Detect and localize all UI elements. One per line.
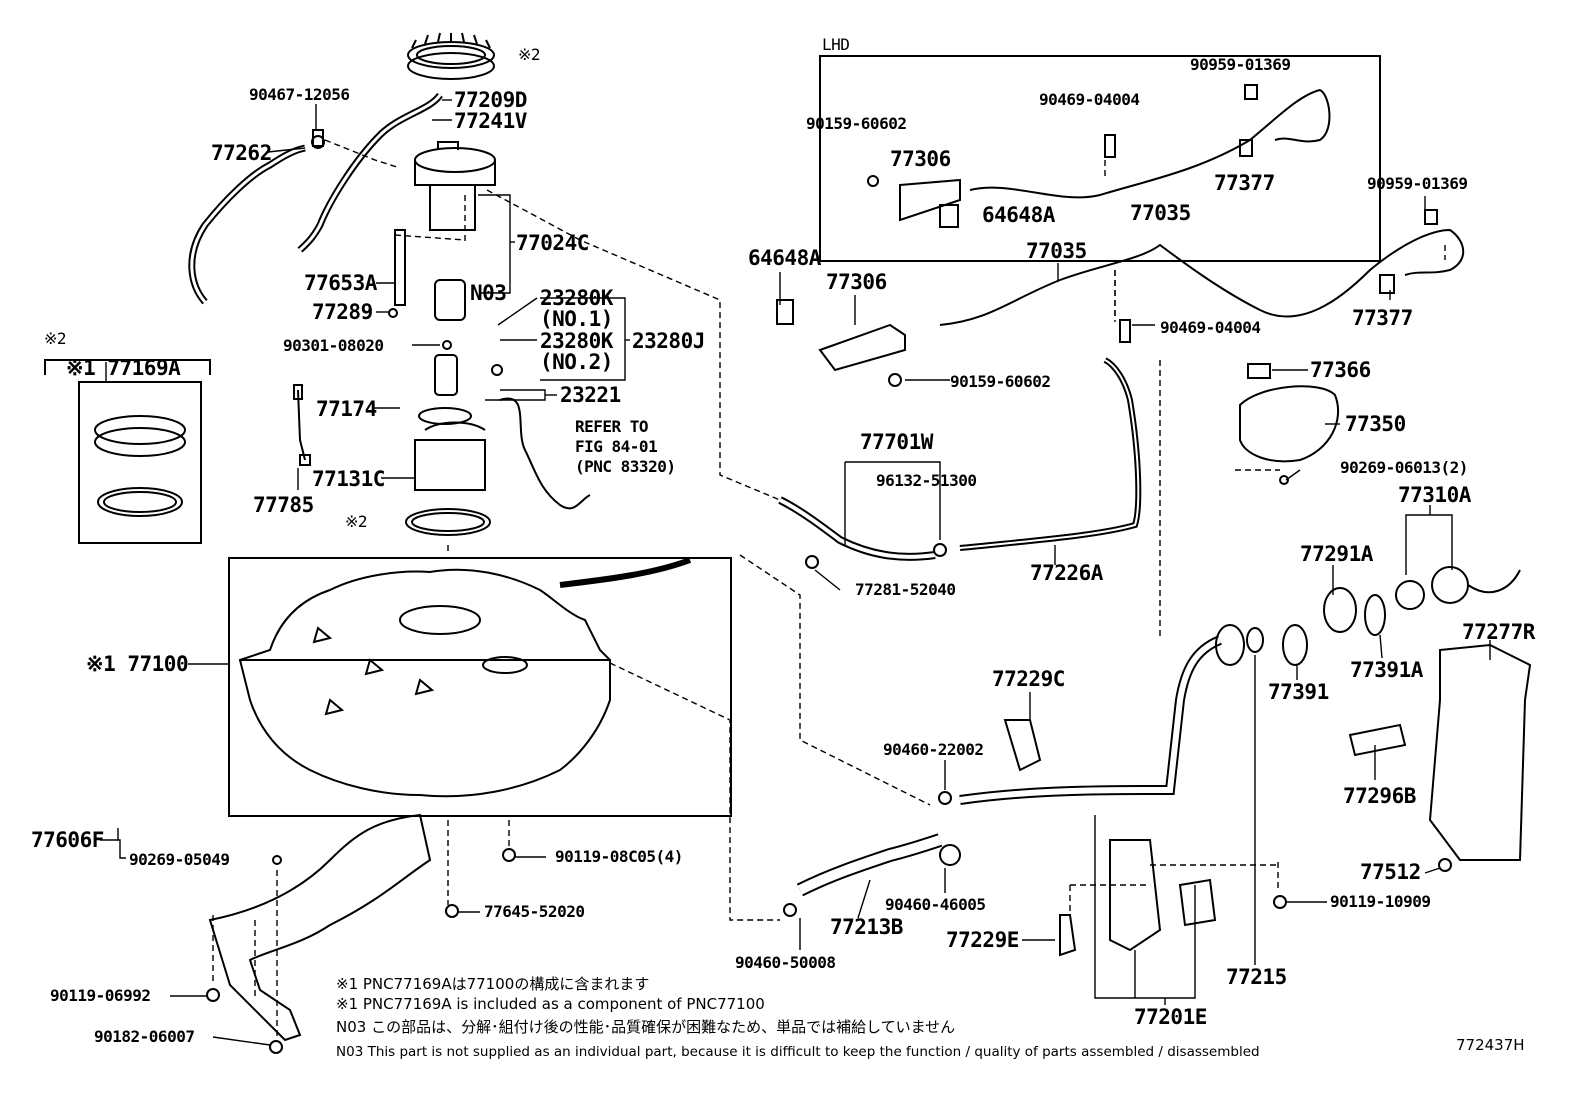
kit-bracket <box>45 360 210 375</box>
label-77377-lhd: 77377 <box>1214 171 1275 195</box>
label-77306: 77306 <box>826 270 887 294</box>
note-1-english: ※1 PNC77169A is included as a component … <box>336 995 765 1013</box>
label-23221: 23221 <box>560 383 621 407</box>
fuel-pump-assembly <box>395 142 495 490</box>
label-77653A: 77653A <box>304 271 377 295</box>
label-77645-52020: 77645-52020 <box>484 902 585 921</box>
label-refer-2: FIG 84-01 <box>575 437 658 456</box>
label-77024C: 77024C <box>516 231 589 255</box>
label-90959-01369-lhd: 90959-01369 <box>1190 55 1291 74</box>
label-77035: 77035 <box>1026 239 1087 263</box>
label-77241V: 77241V <box>454 109 527 133</box>
label-N03: N03 <box>470 281 507 305</box>
hose-77262 <box>192 148 305 302</box>
label-77289: 77289 <box>312 300 373 324</box>
label-90182-06007: 90182-06007 <box>94 1027 195 1046</box>
label-mark2-box: ※2 <box>44 329 67 348</box>
lhd-box <box>820 56 1380 261</box>
label-77131C: 77131C <box>312 467 385 491</box>
label-90467-12056: 90467-12056 <box>249 85 350 104</box>
lever-77306 <box>820 325 905 370</box>
label-no2: (NO.2) <box>540 350 613 374</box>
label-23280K-1: 23280K <box>540 286 613 310</box>
lock-ring-part <box>408 33 494 79</box>
label-77366: 77366 <box>1310 358 1371 382</box>
label-77262: 77262 <box>211 141 272 165</box>
gasket <box>406 509 490 535</box>
label-lhd: LHD <box>822 35 850 54</box>
label-77226A: 77226A <box>1030 561 1103 585</box>
filler-pipe-77201E <box>960 640 1220 800</box>
label-90159-60602-lhd: 90159-60602 <box>806 114 907 133</box>
label-90119-06992: 90119-06992 <box>50 986 151 1005</box>
label-77035-lhd: 77035 <box>1130 201 1191 225</box>
label-77785: 77785 <box>253 493 314 517</box>
label-77391A: 77391A <box>1350 658 1423 682</box>
lock-ring-kit-box <box>79 382 201 543</box>
label-77296B: 77296B <box>1343 784 1416 808</box>
note-n03-english: N03 This part is not supplied as an indi… <box>336 1044 1260 1060</box>
label-mark2-top: ※2 <box>518 45 541 64</box>
label-90469-04004-lhd: 90469-04004 <box>1039 90 1140 109</box>
label-64648A: 64648A <box>748 246 821 270</box>
label-64648A-lhd: 64648A <box>982 203 1055 227</box>
label-90460-46005: 90460-46005 <box>885 895 986 914</box>
label-90269-06013: 90269-06013(2) <box>1340 458 1468 477</box>
label-refer-1: REFER TO <box>575 417 649 436</box>
cable-77035 <box>940 230 1463 325</box>
protector-77277R <box>1430 645 1530 860</box>
label-77277R: 77277R <box>1462 620 1535 644</box>
label-23280J: 23280J <box>632 329 705 353</box>
note-n03-japanese: N03 この部品は、分解･組付け後の性能･品質確保が困難なため、単品では補給して… <box>336 1018 956 1036</box>
label-90460-50008: 90460-50008 <box>735 953 836 972</box>
label-77350: 77350 <box>1345 412 1406 436</box>
label-23280K-2: 23280K <box>540 329 613 353</box>
label-90159-60602: 90159-60602 <box>950 372 1051 391</box>
fuel-tank <box>240 560 690 796</box>
label-90119-10909: 90119-10909 <box>1330 892 1431 911</box>
label-77281-52040: 77281-52040 <box>855 580 956 599</box>
label-77310A: 77310A <box>1398 483 1471 507</box>
label-77100: ※1 77100 <box>86 652 189 676</box>
label-77174: 77174 <box>316 397 377 421</box>
label-77229E: 77229E <box>946 928 1019 952</box>
label-77169A: ※1 77169A <box>66 356 181 380</box>
hose-77209D <box>300 95 440 250</box>
label-no1: (NO.1) <box>540 307 613 331</box>
label-refer-3: (PNC 83320) <box>575 457 676 476</box>
insulator-77606F <box>210 815 430 1040</box>
sender-gauge <box>500 398 590 508</box>
label-77701W: 77701W <box>860 430 933 454</box>
label-77209D: 77209D <box>454 88 527 112</box>
label-90959-01369: 90959-01369 <box>1367 174 1468 193</box>
label-90301-08020: 90301-08020 <box>283 336 384 355</box>
label-77229C: 77229C <box>992 667 1065 691</box>
fuel-tank-box <box>229 558 731 816</box>
label-77512: 77512 <box>1360 860 1421 884</box>
label-77213B: 77213B <box>830 915 903 939</box>
label-77291A: 77291A <box>1300 542 1373 566</box>
label-77215: 77215 <box>1226 965 1287 989</box>
label-90119-08C05: 90119-08C05(4) <box>555 847 683 866</box>
label-77391: 77391 <box>1268 680 1329 704</box>
note-1-japanese: ※1 PNC77169Aは77100の構成に含まれます <box>336 975 650 993</box>
label-77201E: 77201E <box>1134 1005 1207 1029</box>
wire-77785 <box>298 390 305 460</box>
label-90469-04004: 90469-04004 <box>1160 318 1261 337</box>
label-90460-22002: 90460-22002 <box>883 740 984 759</box>
fuel-door-77350 <box>1240 386 1338 461</box>
label-90269-05049: 90269-05049 <box>129 850 230 869</box>
label-77606F: 77606F <box>31 828 104 852</box>
lever-77306-lhd <box>900 180 960 220</box>
label-mark2-gasket: ※2 <box>345 512 368 531</box>
cable-77035-lhd <box>970 90 1329 197</box>
label-96132-51300: 96132-51300 <box>876 471 977 490</box>
label-77377: 77377 <box>1352 306 1413 330</box>
label-77306-lhd: 77306 <box>890 147 951 171</box>
figure-id: 772437H <box>1456 1036 1525 1054</box>
